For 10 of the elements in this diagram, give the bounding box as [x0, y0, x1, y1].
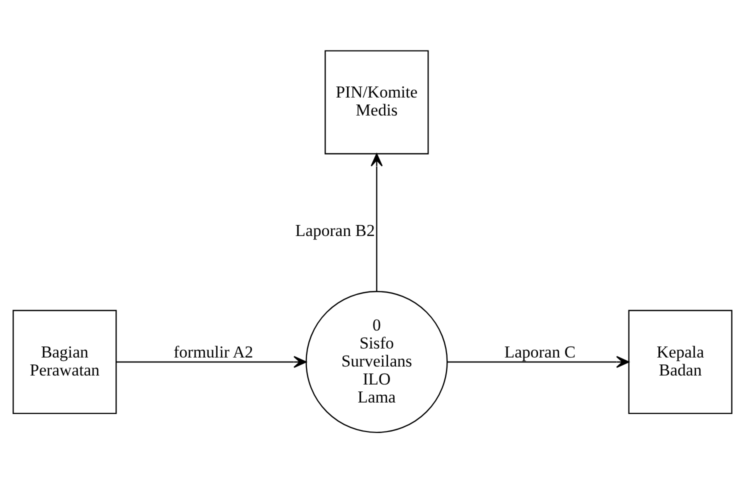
node-box: Kepala Badan: [628, 309, 732, 414]
arrow: [447, 355, 630, 368]
edge-label: Laporan C: [504, 342, 576, 361]
node-circle: 0 Sisfo Surveilans ILO Lama: [306, 290, 448, 433]
node-box: Bagian Perawatan: [12, 309, 117, 414]
node-box: PIN/Komite Medis: [324, 50, 429, 154]
arrow: [116, 355, 307, 368]
edge-label: Laporan B2: [295, 220, 375, 240]
edge-label: formulir A2: [174, 342, 254, 361]
arrow: [370, 152, 383, 291]
